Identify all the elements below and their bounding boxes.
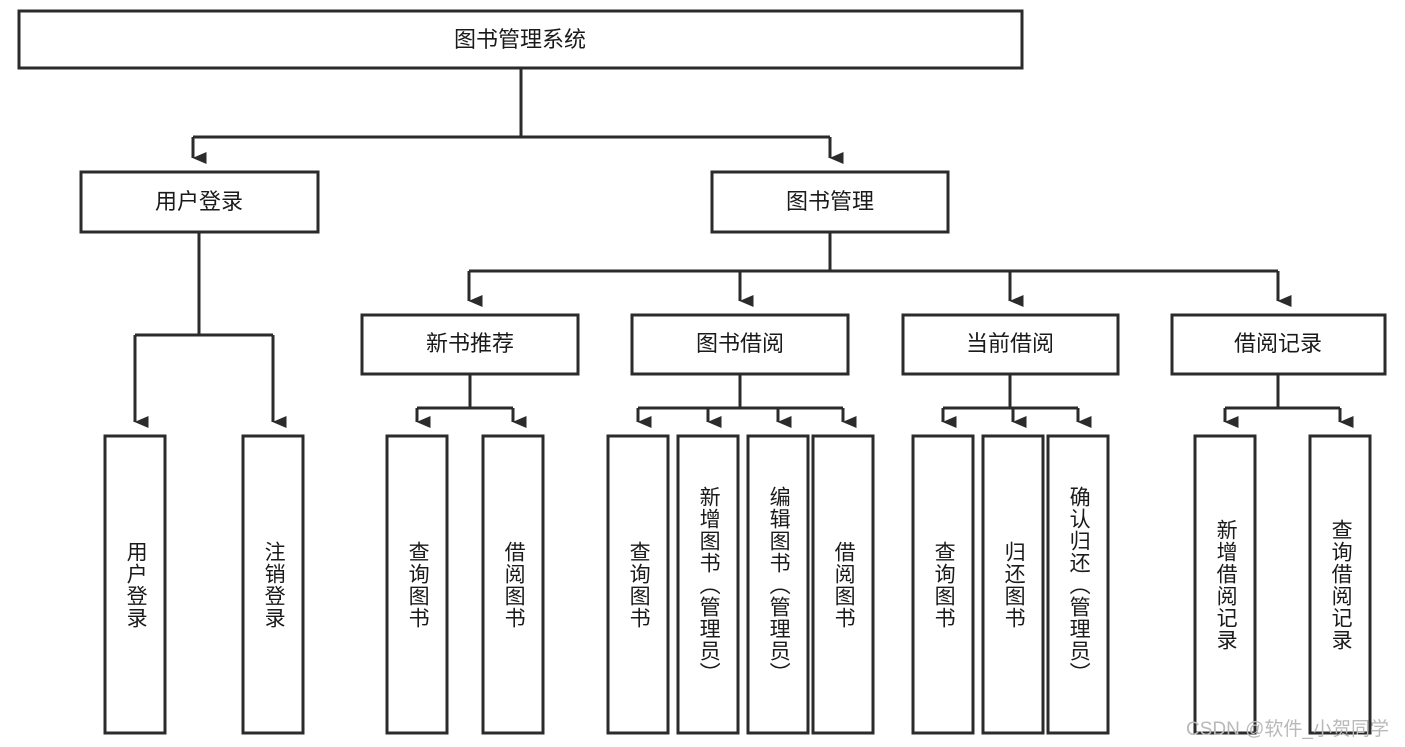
node-new-book-recommend-label: 新书推荐 [426,331,514,356]
connector-current-to-leaves [941,374,1092,428]
leaf-query-borrow-record[interactable] [1308,434,1372,735]
leaf-confirm-return-admin[interactable] [1046,434,1110,735]
leaf-query-book-1[interactable] [385,434,449,735]
connector-book-mgmt-to-level2 [467,232,1292,307]
leaf-query-book-3[interactable] [911,434,975,735]
node-book-management-label: 图书管理 [786,189,874,214]
node-current-borrow[interactable] [901,313,1120,376]
node-root-label: 图书管理系统 [454,27,586,52]
connector-root-to-level1 [191,68,844,164]
node-user-login[interactable] [79,170,320,234]
node-borrow-records[interactable] [1170,313,1387,376]
connector-records-to-leaves [1223,374,1354,428]
connector-user-login-to-leaves [133,232,287,428]
leaf-edit-book-admin[interactable] [746,434,810,735]
node-borrow-records-label: 借阅记录 [1234,331,1322,356]
node-user-login-label: 用户登录 [155,189,243,214]
connector-borrow-to-leaves [636,374,857,428]
node-book-borrow[interactable] [630,313,850,376]
node-root[interactable] [17,9,1024,70]
watermark-text: CSDN @软件_小贺同学 [1186,719,1389,740]
leaf-user-login[interactable] [103,434,167,735]
connector-new-book-to-leaves [415,374,527,428]
leaf-query-book-2[interactable] [606,434,670,735]
node-new-book-recommend[interactable] [360,313,580,376]
leaf-borrow-book-1[interactable] [481,434,545,735]
node-current-borrow-label: 当前借阅 [966,331,1054,356]
node-book-borrow-label: 图书借阅 [696,331,784,356]
leaf-add-book-admin[interactable] [676,434,740,735]
node-book-management[interactable] [710,170,950,234]
leaf-return-book[interactable] [981,434,1045,735]
leaf-borrow-book-2[interactable] [811,434,875,735]
leaf-add-borrow-record[interactable] [1193,434,1257,735]
leaf-logout[interactable] [241,434,305,735]
